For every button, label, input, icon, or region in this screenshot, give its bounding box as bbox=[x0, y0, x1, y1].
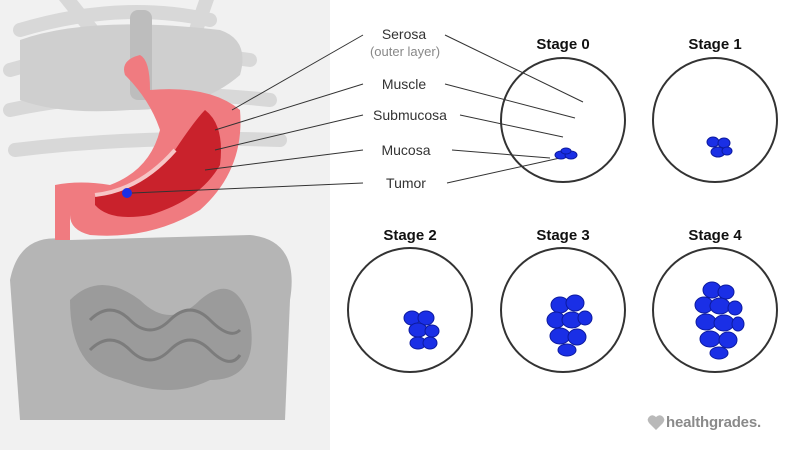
stage-4-tumor bbox=[694, 281, 745, 360]
stage-1-view bbox=[652, 57, 778, 183]
label-serosa-note: (outer layer) bbox=[369, 44, 441, 59]
stage-1-tumor bbox=[706, 136, 733, 158]
stage-0-view bbox=[500, 57, 626, 183]
intestines bbox=[10, 235, 292, 420]
stage-2-view bbox=[347, 247, 473, 373]
stage-4-title: Stage 4 bbox=[688, 227, 742, 244]
body-anatomy bbox=[0, 0, 330, 450]
stage-4-view bbox=[652, 247, 778, 373]
stage-3-tumor bbox=[546, 294, 593, 357]
stage-0-title: Stage 0 bbox=[536, 36, 590, 53]
tumor-marker bbox=[122, 188, 132, 198]
stage-2-title: Stage 2 bbox=[383, 227, 437, 244]
label-serosa: Serosa bbox=[381, 26, 427, 42]
stage-3-title: Stage 3 bbox=[536, 227, 590, 244]
stage-0-tumor bbox=[554, 147, 578, 160]
label-tumor: Tumor bbox=[386, 175, 426, 191]
label-submucosa: Submucosa bbox=[373, 107, 447, 123]
stage-2-tumor bbox=[403, 310, 440, 350]
label-mucosa: Mucosa bbox=[381, 142, 431, 158]
stage-3-view bbox=[500, 247, 626, 373]
heart-logo-icon bbox=[647, 415, 665, 430]
leader-lines bbox=[131, 34, 584, 194]
label-muscle: Muscle bbox=[381, 76, 427, 92]
brand-name: healthgrades. bbox=[666, 414, 761, 431]
stage-1-title: Stage 1 bbox=[688, 36, 742, 53]
